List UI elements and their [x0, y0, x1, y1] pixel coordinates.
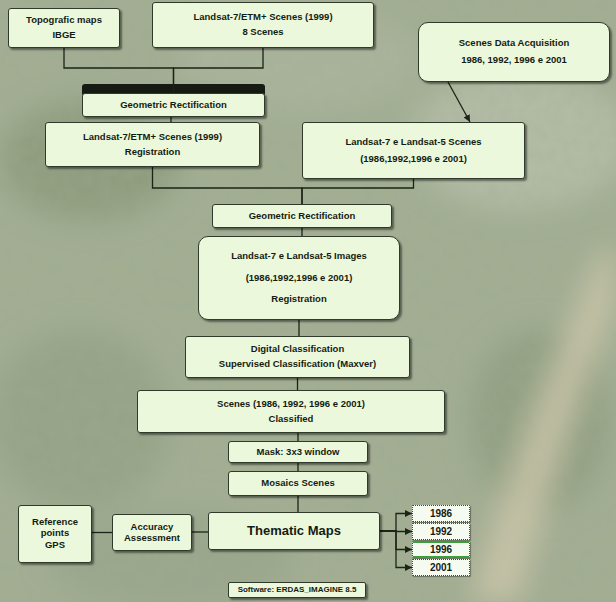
box-label: Topografic maps — [26, 15, 102, 26]
flow-arrow — [380, 531, 412, 550]
box-label: 8 Scenes — [242, 27, 283, 38]
box-label: Registration — [125, 147, 180, 158]
source-box: Topografic mapsIBGE — [8, 8, 120, 48]
flow-line — [297, 463, 298, 471]
process-box: Geometric Rectification — [82, 93, 265, 117]
box-label: GPS — [45, 540, 65, 551]
box-label: Thematic Maps — [247, 524, 341, 539]
box-label: Landsat-7/ETM+ Scenes (1999) — [193, 12, 332, 23]
flow-arrow — [380, 531, 412, 568]
process-box: Scenes (1986, 1992, 1996 e 2001) Classifi… — [137, 390, 445, 433]
box-label: 1992 — [430, 526, 452, 538]
flow-line — [301, 228, 302, 236]
source-box: Reference pointsGPS — [18, 505, 92, 563]
process-box: Mask: 3x3 window — [228, 441, 368, 463]
box-label: IBGE — [52, 30, 75, 41]
box-label: Classified — [269, 414, 314, 425]
flow-line — [64, 48, 174, 93]
flow-arrow — [380, 514, 412, 532]
box-label: 1986 — [430, 508, 452, 520]
flow-line — [297, 433, 298, 441]
flow-line — [302, 179, 414, 204]
box-label: Landsat-7 e Landsat-5 Scenes — [345, 137, 481, 148]
box-label: Scenes (1986, 1992, 1996 e 2001) — [217, 399, 365, 410]
box-label: Digital Classification — [251, 344, 344, 355]
year-box: 1992 — [412, 523, 470, 540]
flow-arrow — [380, 530, 412, 532]
box-label: Landsat-7 e Landsat-5 Images — [231, 251, 367, 262]
box-label: Landsat-7/ETM+ Scenes (1999) — [83, 132, 222, 143]
box-label: Supervised Classification (Maxver) — [219, 359, 376, 370]
process-box: Landsat-7/ETM+ Scenes (1999) Registration — [45, 122, 260, 167]
year-box: 2001 — [412, 559, 470, 576]
flow-line — [92, 532, 112, 533]
box-label: Accuracy Assessment — [118, 522, 186, 544]
box-label: Registration — [271, 294, 326, 305]
box-label: 1996 — [430, 544, 452, 556]
flow-arrow — [448, 82, 470, 122]
box-label: Mask: 3x3 window — [257, 447, 340, 458]
dirt-road — [470, 250, 616, 602]
box-label: Geometric Rectification — [249, 211, 356, 222]
process-box: Geometric Rectification — [212, 204, 392, 228]
flow-line — [153, 167, 303, 204]
box-label: Software: ERDAS_IMAGINE 8.5 — [238, 585, 357, 594]
box-label: (1986,1992,1996 e 2001) — [360, 154, 467, 165]
flow-line — [297, 378, 298, 390]
box-label: Scenes Data Acquisition — [459, 38, 570, 49]
year-box: 1986 — [412, 505, 470, 522]
source-box: Landsat-7/ETM+ Scenes (1999) 8 Scenes — [152, 2, 374, 48]
box-label: Geometric Rectification — [120, 100, 227, 111]
flow-line — [192, 531, 208, 532]
process-box: Accuracy Assessment — [112, 514, 192, 551]
box-label: Reference points — [24, 517, 86, 539]
software-note-box: Software: ERDAS_IMAGINE 8.5 — [228, 582, 366, 598]
flow-line — [174, 48, 264, 93]
process-box: Landsat-7 e Landsat-5 Scenes (1986,1992,1… — [302, 122, 525, 179]
box-label: (1986,1992,1996 e 2001) — [246, 273, 353, 284]
process-box: Landsat-7 e Landsat-5 Images (1986,1992,1… — [198, 236, 400, 320]
box-label: 2001 — [430, 562, 452, 574]
output-box: Thematic Maps — [208, 512, 380, 550]
year-box: 1996 — [412, 541, 470, 558]
flow-line — [298, 320, 299, 336]
box-label: Mosaics Scenes — [261, 478, 334, 489]
process-box: Digital ClassificationSupervised Classif… — [185, 336, 410, 378]
flow-line — [297, 496, 298, 512]
box-label: 1986, 1992, 1996 e 2001 — [461, 55, 567, 66]
process-box: Mosaics Scenes — [228, 471, 368, 496]
source-box: Scenes Data Acquisition 1986, 1992, 1996 … — [418, 22, 610, 82]
